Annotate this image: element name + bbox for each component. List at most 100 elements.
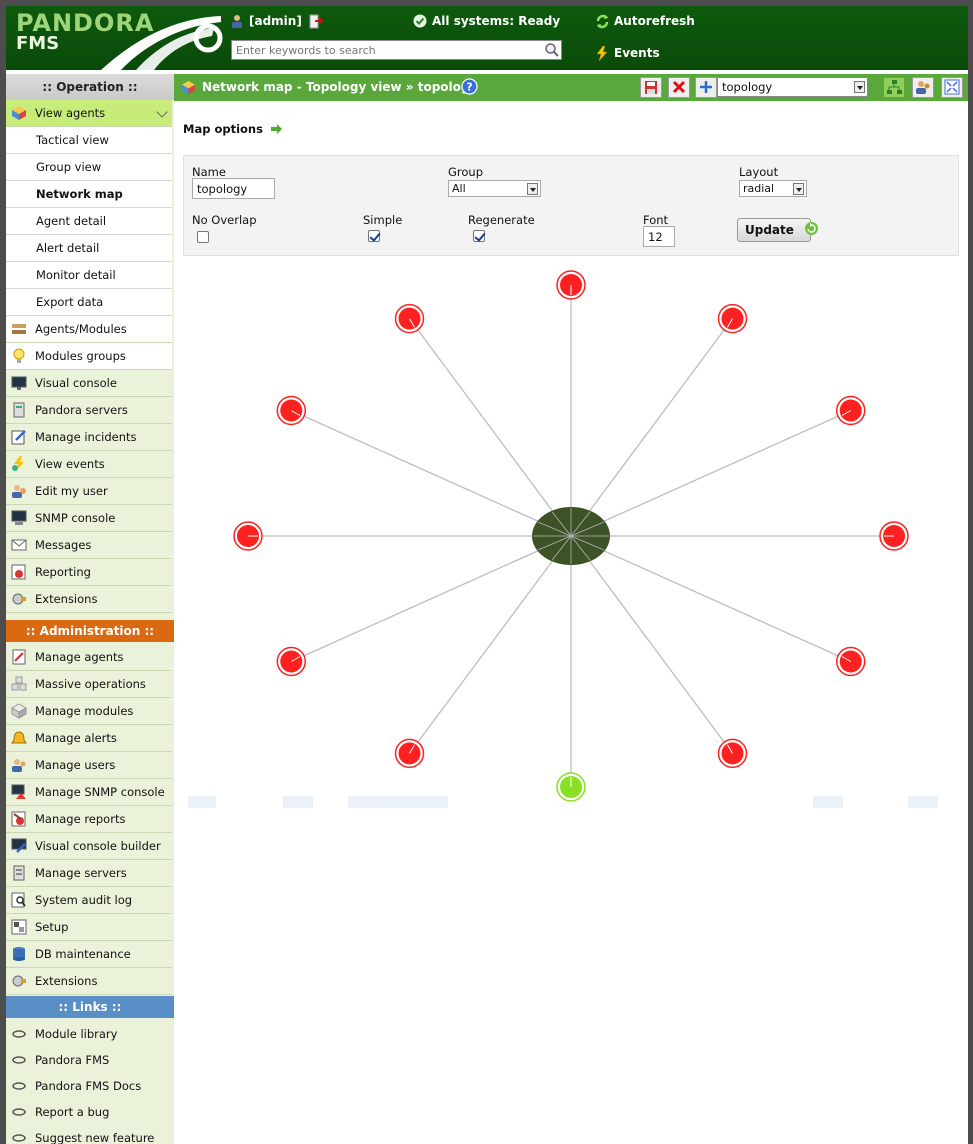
save-map-button[interactable] xyxy=(640,77,662,98)
node-edge-mark xyxy=(409,318,415,328)
link-suggest-new-feature[interactable]: Suggest new feature xyxy=(6,1124,172,1144)
sidebar-item-agents-modules[interactable]: Agents/Modules xyxy=(6,316,172,343)
sidebar-item-modules-groups[interactable]: Modules groups xyxy=(6,343,172,370)
sidebar-item-db-maintenance[interactable]: DB maintenance xyxy=(6,941,172,968)
agent-node-critical[interactable] xyxy=(233,521,263,551)
logout-icon[interactable] xyxy=(309,14,323,29)
sidebar-item-export-data[interactable]: Export data xyxy=(6,289,172,316)
sidebar-item-group-view[interactable]: Group view xyxy=(6,154,172,181)
update-button[interactable]: Update xyxy=(737,218,818,242)
simple-checkbox[interactable] xyxy=(368,230,380,242)
sidebar-item-pandora-servers[interactable]: Pandora servers xyxy=(6,397,172,424)
map-options-label: Map options xyxy=(183,122,263,136)
sidebar-item-messages[interactable]: Messages xyxy=(6,532,172,559)
map-edge xyxy=(570,318,734,537)
agent-node-critical[interactable] xyxy=(835,395,866,426)
group-view-button[interactable] xyxy=(912,77,934,98)
sidebar-item-admin-extensions[interactable]: Extensions xyxy=(6,968,172,995)
app-frame: PANDORA FMS [admin] All systems: Ready xyxy=(6,6,968,1144)
layout-select[interactable]: radial xyxy=(739,180,807,197)
sidebar-item-alert-detail[interactable]: Alert detail xyxy=(6,235,172,262)
autorefresh-link[interactable]: Autorefresh xyxy=(595,14,695,29)
agent-node-critical[interactable] xyxy=(394,303,425,334)
network-map-icon xyxy=(181,80,196,98)
agent-node-critical[interactable] xyxy=(717,303,748,334)
sidebar-item-label: Extensions xyxy=(35,974,98,988)
sidebar-item-tactical-view[interactable]: Tactical view xyxy=(6,127,172,154)
sidebar-item-manage-users[interactable]: Manage users xyxy=(6,752,172,779)
map-select-dropdown[interactable]: topology xyxy=(717,77,868,97)
sidebar-item-label: Manage servers xyxy=(35,866,127,880)
regenerate-checkbox[interactable] xyxy=(473,230,485,242)
agent-node-critical[interactable] xyxy=(556,270,586,300)
pandora-logo[interactable]: PANDORA FMS xyxy=(16,9,155,54)
logo-text-pandora: PANDORA xyxy=(16,9,155,37)
link-module-library[interactable]: Module library xyxy=(6,1020,172,1047)
link-pandora-fms[interactable]: Pandora FMS xyxy=(6,1046,172,1073)
agent-node-critical[interactable] xyxy=(394,738,425,769)
node-edge-mark xyxy=(841,410,851,416)
delete-map-button[interactable] xyxy=(668,77,690,98)
agent-node-critical[interactable] xyxy=(276,646,307,677)
sidebar-item-label: Group view xyxy=(36,160,102,174)
map-edge xyxy=(408,318,572,537)
center-spoke xyxy=(570,535,605,551)
topology-view-button[interactable] xyxy=(883,77,905,98)
agent-node-critical[interactable] xyxy=(835,646,866,677)
font-size-input[interactable]: 12 xyxy=(643,226,675,247)
agent-node-ok[interactable] xyxy=(556,772,586,802)
sidebar-item-view-agents[interactable]: View agents xyxy=(6,100,172,127)
sidebar-item-agent-detail[interactable]: Agent detail xyxy=(6,208,172,235)
agent-node-critical[interactable] xyxy=(717,738,748,769)
builder-icon xyxy=(11,838,27,854)
sidebar-item-label: Edit my user xyxy=(35,484,108,498)
sidebar-item-extensions[interactable]: Extensions xyxy=(6,586,172,613)
sidebar-item-manage-agents[interactable]: Manage agents xyxy=(6,644,172,671)
layout-label: Layout xyxy=(739,165,779,179)
sidebar-item-monitor-detail[interactable]: Monitor detail xyxy=(6,262,172,289)
system-status[interactable]: All systems: Ready xyxy=(413,14,560,28)
sidebar-item-label: View agents xyxy=(35,106,106,120)
node-edge-mark xyxy=(291,656,301,662)
sidebar-item-edit-my-user[interactable]: Edit my user xyxy=(6,478,172,505)
help-icon[interactable]: ? xyxy=(461,78,478,98)
link-label: Pandora FMS Docs xyxy=(35,1078,142,1093)
red-x-icon xyxy=(672,80,686,94)
fullscreen-button[interactable] xyxy=(941,77,963,98)
agent-node-critical[interactable] xyxy=(879,521,909,551)
sidebar-item-manage-servers[interactable]: Manage servers xyxy=(6,860,172,887)
sidebar-item-view-events[interactable]: View events xyxy=(6,451,172,478)
group-select[interactable]: All xyxy=(448,180,541,197)
map-options-toggle[interactable]: Map options xyxy=(183,122,282,137)
link-pandora-fms-docs[interactable]: Pandora FMS Docs xyxy=(6,1072,172,1099)
sidebar-item-manage-reports[interactable]: Manage reports xyxy=(6,806,172,833)
link-label: Pandora FMS xyxy=(35,1052,110,1067)
agent-node-critical[interactable] xyxy=(276,395,307,426)
events-link[interactable]: Events xyxy=(595,45,660,62)
sidebar-item-visual-console-builder[interactable]: Visual console builder xyxy=(6,833,172,860)
floppy-disk-icon xyxy=(645,81,657,94)
sidebar-item-label: Visual console builder xyxy=(35,839,161,853)
sidebar-item-system-audit-log[interactable]: System audit log xyxy=(6,887,172,914)
sidebar-item-manage-snmp-console[interactable]: Manage SNMP console xyxy=(6,779,172,806)
add-map-button[interactable] xyxy=(695,77,717,98)
logo-swoosh-icon xyxy=(101,16,223,70)
user-link[interactable]: [admin] xyxy=(230,14,302,28)
arrow-right-icon xyxy=(270,123,282,137)
link-report-a-bug[interactable]: Report a bug xyxy=(6,1098,172,1125)
name-input[interactable]: topology xyxy=(192,178,275,199)
map-nodes xyxy=(233,270,909,802)
network-topology-map[interactable] xyxy=(183,268,953,808)
sidebar-item-visual-console[interactable]: Visual console xyxy=(6,370,172,397)
sidebar-item-massive-operations[interactable]: Massive operations xyxy=(6,671,172,698)
sidebar-item-manage-alerts[interactable]: Manage alerts xyxy=(6,725,172,752)
sidebar-item-manage-incidents[interactable]: Manage incidents xyxy=(6,424,172,451)
sidebar-item-network-map[interactable]: Network map xyxy=(6,181,172,208)
magnifier-icon[interactable] xyxy=(544,42,560,58)
search-input[interactable] xyxy=(231,40,562,60)
no-overlap-checkbox[interactable] xyxy=(197,231,209,243)
sidebar-item-manage-modules[interactable]: Manage modules xyxy=(6,698,172,725)
sidebar-item-setup[interactable]: Setup xyxy=(6,914,172,941)
sidebar-item-snmp-console[interactable]: SNMP console xyxy=(6,505,172,532)
sidebar-item-reporting[interactable]: Reporting xyxy=(6,559,172,586)
